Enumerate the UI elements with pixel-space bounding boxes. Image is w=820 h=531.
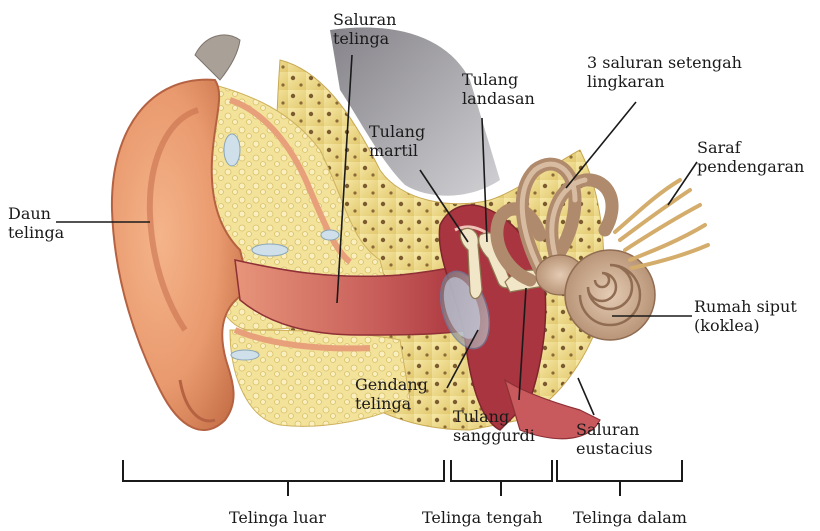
leader-saluran-eustacius bbox=[578, 378, 594, 415]
leader-gendang-telinga bbox=[447, 330, 478, 388]
region-telinga-dalam: Telinga dalam bbox=[573, 508, 687, 527]
label-rumah-siput: Rumah siput(koklea) bbox=[694, 297, 797, 335]
leader-tulang-sanggurdi bbox=[519, 288, 526, 400]
leader-saluran-setengah-lingkaran bbox=[566, 102, 636, 188]
leader-tulang-martil bbox=[420, 170, 468, 242]
leader-saraf-pendengaran bbox=[668, 162, 697, 205]
region-telinga-luar: Telinga luar bbox=[229, 508, 326, 527]
leader-saluran-telinga bbox=[337, 55, 352, 303]
bracket-telinga-luar bbox=[123, 460, 444, 496]
bracket-telinga-tengah bbox=[451, 460, 552, 496]
region-telinga-tengah: Telinga tengah bbox=[422, 508, 543, 527]
bracket-telinga-dalam bbox=[557, 460, 682, 496]
leader-tulang-landasan bbox=[482, 118, 487, 242]
